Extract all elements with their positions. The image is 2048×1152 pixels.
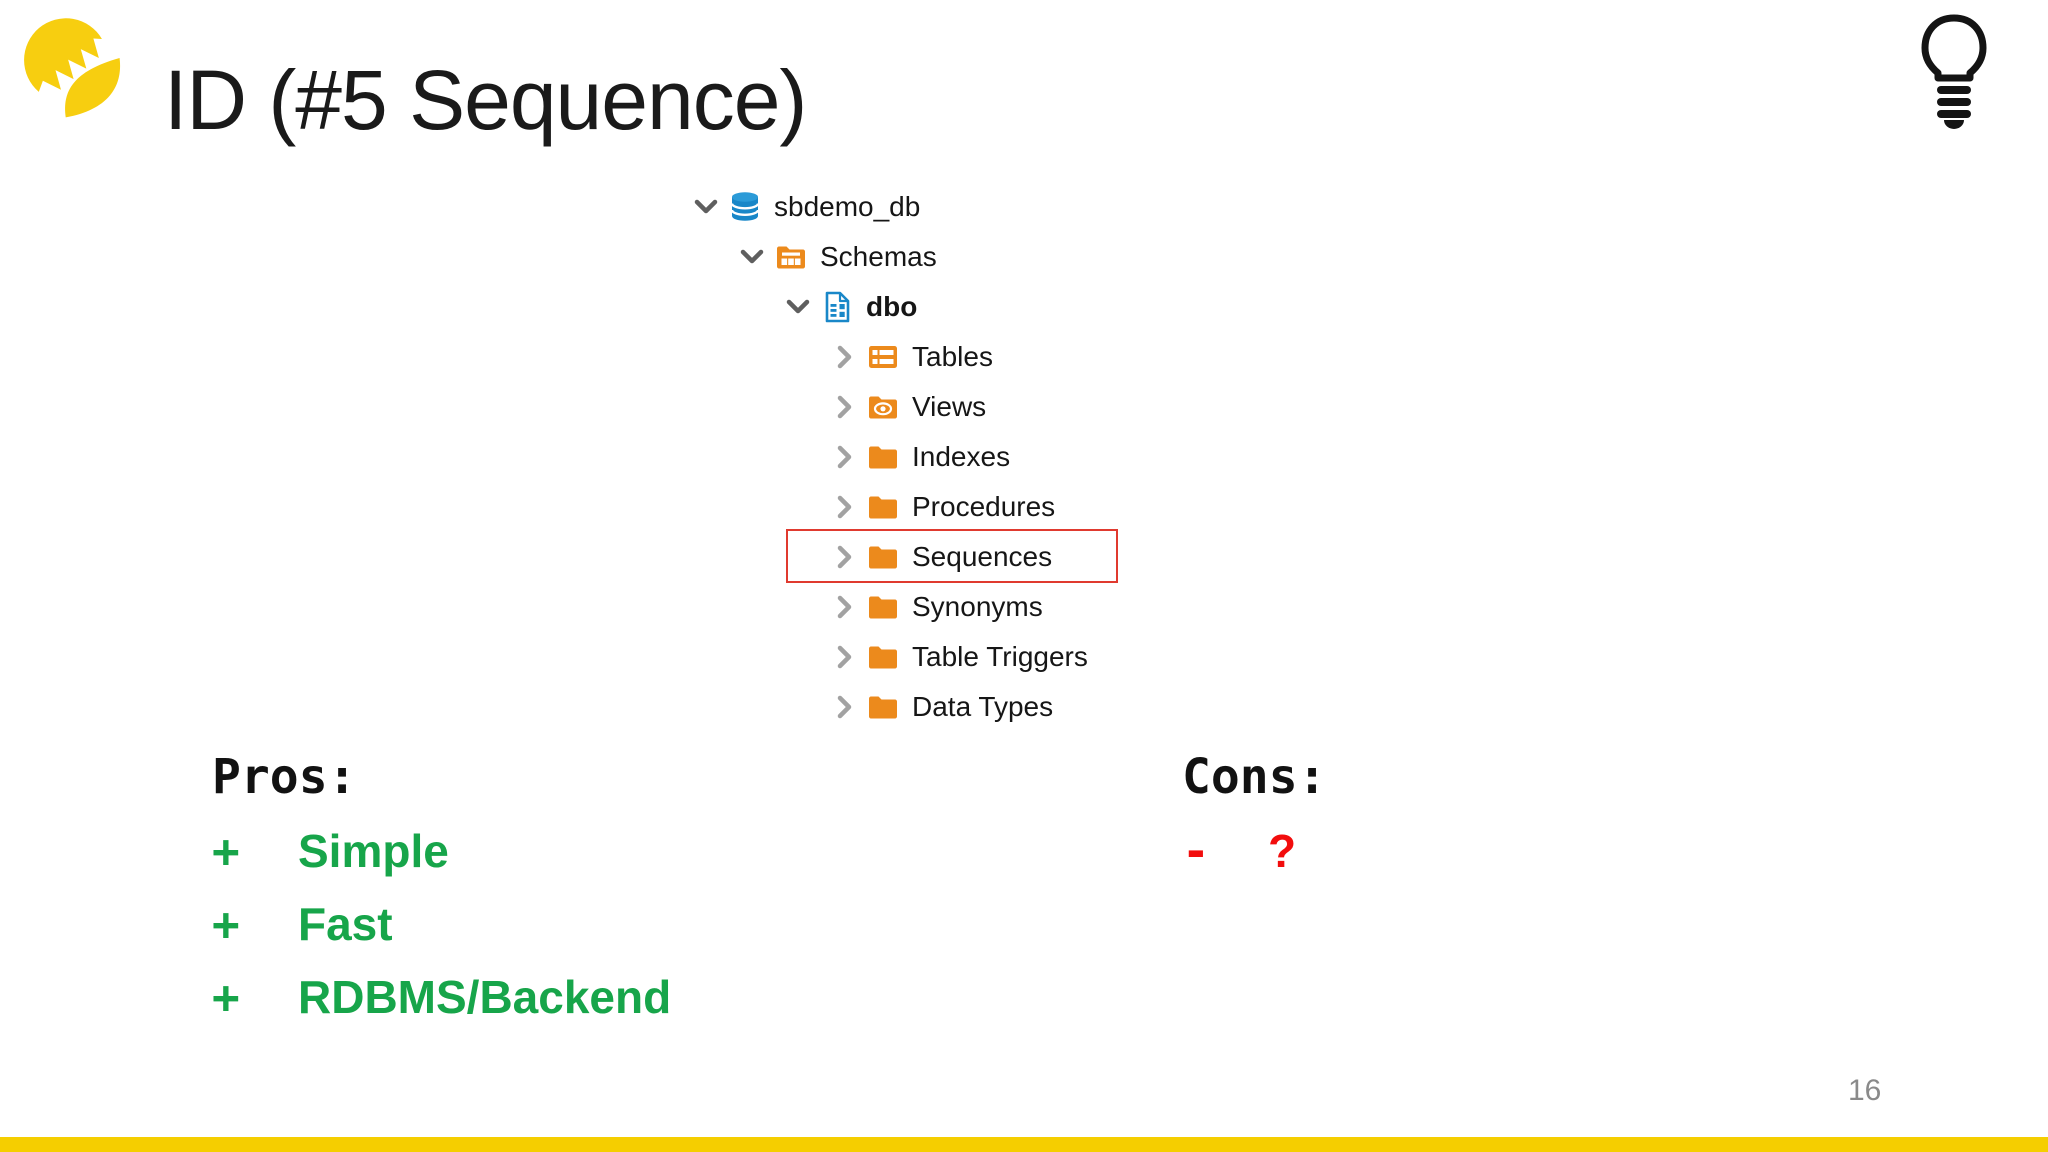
accent-bar: [0, 1137, 2048, 1152]
chevron-right-icon: [837, 345, 852, 369]
tree-item-dbo[interactable]: dbo: [688, 282, 1088, 332]
pros-section: Pros: + Simple + Fast + RDBMS/Backend: [212, 744, 671, 1033]
item-text: Fast: [298, 897, 393, 950]
folder-icon: [869, 596, 897, 619]
database-object-tree: sbdemo_db Schemas dbo Tables: [688, 182, 1118, 732]
chevron-right-icon: [837, 545, 852, 569]
tree-icon: [866, 390, 900, 424]
chevron-down-icon: [740, 249, 764, 264]
tree-item-label: Indexes: [912, 441, 1011, 472]
views-folder-icon: [869, 396, 897, 419]
chevron-right-icon: [837, 695, 852, 719]
tree-item-label: Synonyms: [912, 591, 1043, 622]
tree-icon: [866, 590, 900, 624]
tree-item-sbdemo-db[interactable]: sbdemo_db: [688, 182, 1088, 232]
tree-chevron[interactable]: [826, 589, 862, 625]
tree-icon: [774, 240, 808, 274]
chevron-right-icon: [837, 495, 852, 519]
tree-item-procedures[interactable]: Procedures: [688, 482, 1088, 532]
tree-item-label: Procedures: [912, 491, 1056, 522]
chevron-right-icon: [837, 445, 852, 469]
list-item: - ?: [1182, 814, 1327, 887]
tree-chevron[interactable]: [688, 189, 724, 225]
tree-chevron[interactable]: [826, 689, 862, 725]
chevron-down-icon: [694, 199, 718, 214]
tree-item-label: Table Triggers: [912, 641, 1088, 672]
tree-item-table-triggers[interactable]: Table Triggers: [688, 632, 1088, 682]
item-text: Simple: [298, 824, 449, 877]
plus-sign: +: [212, 823, 240, 878]
tree-item-label: Views: [912, 391, 987, 422]
tree-chevron[interactable]: [826, 489, 862, 525]
folder-icon: [869, 646, 897, 669]
cons-list: - ?: [1182, 814, 1327, 887]
cons-section: Cons: - ?: [1182, 744, 1327, 887]
page-number: 16: [1848, 1074, 1882, 1107]
page-title: ID (#5 Sequence): [164, 53, 807, 147]
tree-item-label: Schemas: [820, 241, 937, 272]
tree-icon: [866, 540, 900, 574]
plus-sign: +: [212, 969, 240, 1024]
tree-item-data-types[interactable]: Data Types: [688, 682, 1088, 732]
tree-item-sequences[interactable]: Sequences: [688, 529, 1118, 583]
list-item: + RDBMS/Backend: [212, 960, 671, 1033]
database-icon: [730, 192, 760, 221]
tree-chevron[interactable]: [826, 439, 862, 475]
item-text: ?: [1268, 824, 1297, 877]
tree-icon: [728, 190, 762, 224]
schema-doc-icon: [825, 291, 850, 323]
lightbulb-icon: [1921, 14, 1987, 129]
cons-heading: Cons:: [1182, 749, 1327, 805]
tree-item-tables[interactable]: Tables: [688, 332, 1088, 382]
folder-icon: [869, 546, 897, 569]
schema-folder-icon: [777, 246, 805, 269]
leaf-sun-logo-icon: [24, 18, 121, 118]
tree-item-label: dbo: [866, 291, 918, 322]
tree-chevron[interactable]: [780, 289, 816, 325]
tree-icon: [866, 490, 900, 524]
tree-icon: [820, 290, 854, 324]
table-icon: [869, 346, 897, 368]
chevron-right-icon: [837, 645, 852, 669]
pros-list: + Simple + Fast + RDBMS/Backend: [212, 814, 671, 1033]
tree-item-label: sbdemo_db: [774, 191, 921, 222]
tree-icon: [866, 440, 900, 474]
folder-icon: [869, 446, 897, 469]
tree-chevron[interactable]: [826, 639, 862, 675]
tree-icon: [866, 640, 900, 674]
tree-item-indexes[interactable]: Indexes: [688, 432, 1088, 482]
plus-sign: +: [212, 896, 240, 951]
tree-chevron[interactable]: [826, 339, 862, 375]
chevron-right-icon: [837, 395, 852, 419]
chevron-down-icon: [786, 299, 810, 314]
tree-item-label: Data Types: [912, 691, 1054, 722]
tree-icon: [866, 340, 900, 374]
tree-item-views[interactable]: Views: [688, 382, 1088, 432]
tree-item-schemas[interactable]: Schemas: [688, 232, 1088, 282]
list-item: + Simple: [212, 814, 671, 887]
list-item: + Fast: [212, 887, 671, 960]
tree-item-label: Sequences: [912, 541, 1053, 572]
tree-chevron[interactable]: [734, 239, 770, 275]
tree-icon: [866, 690, 900, 724]
chevron-right-icon: [837, 595, 852, 619]
item-text: RDBMS/Backend: [298, 970, 672, 1023]
tree-item-label: Tables: [912, 341, 993, 372]
minus-sign: -: [1182, 823, 1210, 878]
tree-item-synonyms[interactable]: Synonyms: [688, 582, 1088, 632]
tree-chevron[interactable]: [826, 539, 862, 575]
tree-chevron[interactable]: [826, 389, 862, 425]
pros-heading: Pros:: [212, 749, 357, 805]
folder-icon: [869, 696, 897, 719]
folder-icon: [869, 496, 897, 519]
